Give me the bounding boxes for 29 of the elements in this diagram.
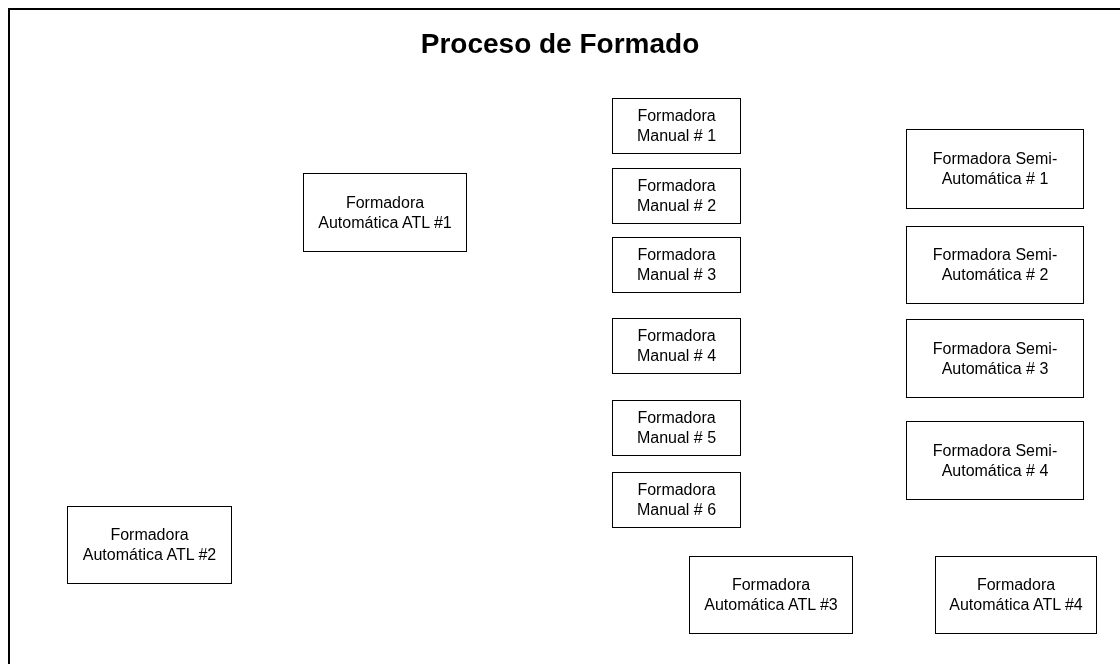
machine-label: Formadora Manual # 6 [635, 480, 718, 520]
machine-box [935, 556, 1097, 634]
machine-label: Formadora Semi- Automática # 1 [931, 149, 1059, 189]
machine-box [67, 506, 232, 584]
machine-box [906, 421, 1084, 500]
machine-label: Formadora Manual # 3 [635, 245, 718, 285]
machine-box [906, 129, 1084, 209]
machine-box [612, 237, 741, 293]
machine-box [906, 319, 1084, 398]
diagram-title: Proceso de Formado [419, 28, 701, 60]
machine-box [612, 98, 741, 154]
machine-label: Formadora Semi- Automática # 3 [931, 338, 1059, 379]
machine-box [612, 318, 741, 374]
machine-box [612, 400, 741, 456]
machine-label: Formadora Semi- Automática # 4 [931, 440, 1059, 481]
machine-label: Formadora Manual # 4 [635, 326, 718, 366]
machine-label: Formadora Automática ATL #4 [948, 575, 1084, 615]
machine-label: Formadora Automática ATL #1 [317, 192, 453, 233]
machine-box [612, 472, 741, 528]
machine-label: Formadora Automática ATL #2 [81, 525, 218, 565]
machine-label: Formadora Semi- Automática # 2 [931, 245, 1059, 285]
machine-label: Formadora Manual # 1 [635, 106, 718, 146]
machine-label: Formadora Automática ATL #3 [703, 575, 839, 615]
machine-box [612, 168, 741, 224]
machine-box [303, 173, 467, 252]
machine-label: Formadora Manual # 2 [635, 176, 718, 216]
machine-box [906, 226, 1084, 304]
machine-box [689, 556, 853, 634]
machine-label: Formadora Manual # 5 [635, 408, 718, 448]
